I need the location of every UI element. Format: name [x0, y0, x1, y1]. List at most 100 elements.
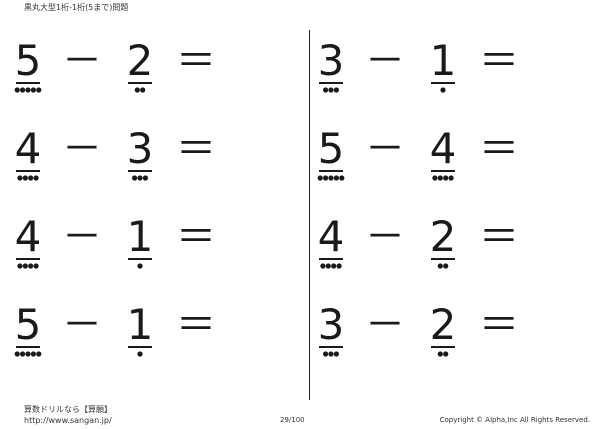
count-dot: [20, 351, 26, 357]
subtrahend-dot-counter: [429, 350, 457, 358]
site-name: 算数ドリルなら【算願】: [24, 405, 112, 414]
minuend-dot-counter: [317, 86, 345, 94]
count-dot: [443, 175, 449, 181]
equals-sign: ＝: [479, 302, 519, 348]
subtrahend-digit: 4: [429, 124, 457, 173]
subtrahend-digit: 2: [429, 300, 457, 349]
minuend-dot-counter: [14, 86, 42, 94]
count-dot: [142, 175, 148, 181]
count-dot: [443, 351, 449, 357]
count-dot: [320, 263, 326, 269]
subtrahend-underline: [128, 258, 152, 260]
count-dot: [14, 351, 20, 357]
subtrahend-dot-counter: [429, 86, 457, 94]
minuend-digit: 5: [317, 124, 345, 173]
minuend-underline: [16, 346, 40, 348]
count-dot: [30, 351, 36, 357]
minuend-digit: 5: [14, 36, 42, 85]
subtrahend: 2: [429, 302, 457, 362]
count-dot: [328, 351, 334, 357]
count-dot: [30, 87, 36, 93]
minuend-digit: 4: [317, 212, 345, 261]
problem-4: 5－1＝: [10, 302, 250, 362]
minuend-dot-counter: [14, 350, 42, 358]
minuend: 5: [317, 126, 345, 186]
minuend: 3: [317, 38, 345, 98]
count-dot: [137, 351, 143, 357]
subtrahend-dot-counter: [429, 262, 457, 270]
minuend-digit: 3: [317, 300, 345, 349]
count-dot: [336, 263, 342, 269]
count-dot: [333, 351, 339, 357]
subtrahend: 3: [126, 126, 154, 186]
subtrahend-dot-counter: [126, 174, 154, 182]
subtrahend: 1: [126, 214, 154, 274]
minuend-digit: 3: [317, 36, 345, 85]
count-dot: [437, 263, 443, 269]
subtrahend-underline: [128, 82, 152, 84]
minuend-underline: [319, 82, 343, 84]
problem-2: 4 － 3 ＝: [10, 126, 250, 186]
problem-8: 3 － 2 ＝: [313, 302, 553, 362]
subtrahend: 4: [429, 126, 457, 186]
count-dot: [25, 87, 31, 93]
minuend: 4: [14, 126, 42, 186]
minus-sign: －: [365, 302, 405, 348]
equals-sign: ＝: [479, 38, 519, 84]
minus-sign: －: [365, 214, 405, 260]
count-dot: [331, 263, 337, 269]
count-dot: [440, 87, 446, 93]
subtrahend-digit: 1: [126, 212, 154, 261]
minuend-dot-counter: [317, 262, 345, 270]
equals-sign: ＝: [176, 38, 216, 84]
column-divider: [309, 30, 310, 400]
minuend: 4: [317, 214, 345, 274]
site-url-link[interactable]: http://www.sangan.jp/: [24, 416, 112, 425]
count-dot: [17, 175, 23, 181]
count-dot: [134, 87, 140, 93]
minus-sign: －: [365, 126, 405, 172]
count-dot: [36, 87, 42, 93]
count-dot: [28, 175, 34, 181]
subtrahend-underline: [431, 346, 455, 348]
subtrahend-underline: [128, 170, 152, 172]
count-dot: [333, 87, 339, 93]
minuend-digit: 4: [14, 212, 42, 261]
minuend: 4: [14, 214, 42, 274]
count-dot: [137, 263, 143, 269]
equals-sign: ＝: [176, 126, 216, 172]
minuend-underline: [16, 258, 40, 260]
minuend-underline: [16, 170, 40, 172]
minuend-dot-counter: [317, 350, 345, 358]
minuend-underline: [16, 82, 40, 84]
copyright-notice: Copyright © Alpha,Inc All Rights Reserve…: [439, 416, 590, 424]
minus-sign: －: [365, 38, 405, 84]
count-dot: [339, 175, 345, 181]
minuend-dot-counter: [14, 174, 42, 182]
count-dot: [432, 175, 438, 181]
count-dot: [22, 263, 28, 269]
count-dot: [443, 263, 449, 269]
count-dot: [323, 87, 329, 93]
minus-sign: －: [62, 38, 102, 84]
subtrahend: 2: [429, 214, 457, 274]
count-dot: [17, 263, 23, 269]
minus-sign: －: [62, 302, 102, 348]
subtrahend-dot-counter: [126, 350, 154, 358]
minuend-underline: [319, 258, 343, 260]
problem-1: 5 － 2 ＝: [10, 38, 250, 98]
count-dot: [333, 175, 339, 181]
subtrahend-digit: 1: [429, 36, 457, 85]
minus-sign: －: [62, 126, 102, 172]
problem-7: 4－2＝: [313, 214, 553, 274]
count-dot: [140, 87, 146, 93]
count-dot: [325, 263, 331, 269]
subtrahend-dot-counter: [126, 262, 154, 270]
footer-site: 算数ドリルなら【算願】 http://www.sangan.jp/: [24, 404, 112, 426]
problem-5: 3 － 1 ＝: [313, 38, 553, 98]
minuend-underline: [319, 346, 343, 348]
count-dot: [328, 87, 334, 93]
subtrahend-digit: 2: [429, 212, 457, 261]
subtrahend-underline: [431, 170, 455, 172]
subtrahend: 2: [126, 38, 154, 98]
